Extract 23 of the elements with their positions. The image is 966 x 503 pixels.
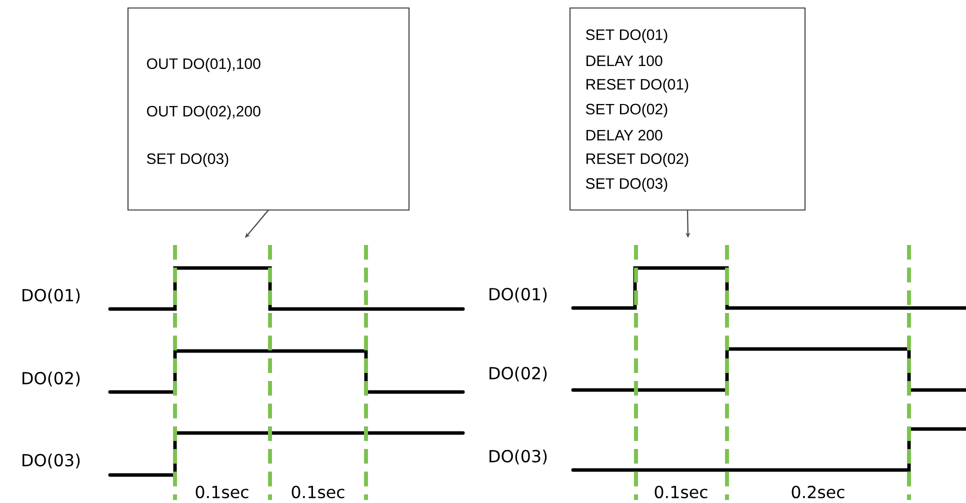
duration-label: 0.1sec <box>292 486 344 498</box>
duration-label: 0.1sec <box>196 486 248 498</box>
code-line: SET DO(03) <box>586 178 668 192</box>
signal-label: DO(02) <box>490 366 547 382</box>
code-line: SET DO(03) <box>146 152 228 168</box>
duration-label: 0.2sec <box>792 486 844 498</box>
code-line: OUT DO(01),100 <box>146 58 260 72</box>
code-line: RESET DO(01) <box>586 78 688 93</box>
code-line: RESET DO(02) <box>586 152 688 168</box>
signal-label: DO(02) <box>22 372 80 386</box>
code-line: OUT DO(02),200 <box>146 105 260 120</box>
signal-label: DO(03) <box>490 450 547 464</box>
arrow <box>245 210 269 238</box>
signal-label: DO(01) <box>490 288 547 302</box>
code-line: SET DO(02) <box>586 103 668 118</box>
duration-label: 0.1sec <box>654 486 708 498</box>
code-box <box>569 7 806 211</box>
signal-label: DO(03) <box>22 454 80 468</box>
code-line: DELAY 200 <box>586 130 662 141</box>
code-line: SET DO(01) <box>586 28 668 44</box>
code-line: DELAY 100 <box>586 55 662 66</box>
code-box <box>127 7 410 211</box>
signal-label: DO(01) <box>22 288 80 304</box>
